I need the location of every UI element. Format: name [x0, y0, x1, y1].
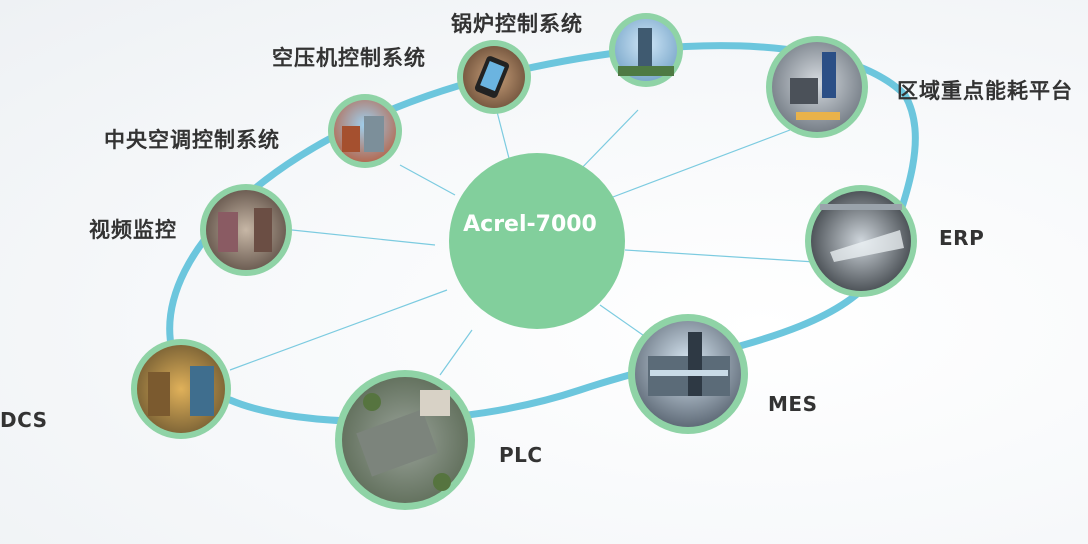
light-beam [830, 230, 904, 262]
connector-city [574, 109, 639, 176]
label-erp: ERP [939, 226, 985, 250]
stage-spotlights-photo-icon [811, 191, 911, 291]
window-band [650, 370, 728, 376]
label-plc: PLC [499, 443, 543, 467]
node-mes[interactable] [628, 314, 748, 434]
hub-circle [449, 153, 625, 329]
label-air-compressor: 空压机控制系统 [272, 46, 426, 70]
truss-shape [820, 204, 902, 210]
node-video[interactable] [200, 184, 292, 276]
tower-shape [638, 28, 652, 70]
tree-shape-2 [433, 473, 451, 491]
ground-shape [618, 66, 674, 76]
connector-video [291, 229, 436, 246]
node-erp[interactable] [805, 185, 917, 297]
node-air-compressor[interactable] [457, 40, 531, 114]
connector-hvac [399, 164, 456, 196]
shelf-shape-2 [254, 208, 272, 252]
label-mes: MES [768, 392, 818, 416]
tower-shape [688, 332, 702, 396]
connector-erp [624, 249, 816, 263]
node-boiler[interactable] [609, 13, 683, 87]
stall-shape-2 [190, 366, 214, 416]
node-dcs[interactable] [131, 339, 231, 439]
connector-dcs [229, 289, 448, 371]
stall-shape [148, 372, 170, 416]
tree-shape [363, 393, 381, 411]
label-dcs: DCS [0, 408, 48, 432]
label-video: 视频监控 [89, 218, 177, 242]
parking-area [356, 409, 438, 477]
building-shape-2 [364, 116, 384, 152]
label-energy-platform: 区域重点能耗平台 [897, 79, 1073, 103]
node-hvac[interactable] [328, 94, 402, 168]
worker-shape [822, 52, 836, 98]
connector-lines [229, 99, 816, 376]
connector-plc [439, 329, 473, 376]
floor-light [796, 112, 840, 120]
phone-screen [480, 61, 505, 92]
building-roof [420, 390, 450, 416]
connector-energy-platform [604, 129, 791, 201]
shelf-shape [218, 212, 238, 252]
building-shape [342, 126, 360, 152]
connector-mes [599, 304, 651, 341]
label-hvac: 中央空调控制系统 [104, 128, 280, 152]
node-energy-platform[interactable] [766, 36, 868, 138]
label-boiler: 锅炉控制系统 [451, 12, 583, 36]
node-plc[interactable] [335, 370, 475, 510]
engine-shape [790, 78, 818, 104]
hub-label: Acrel-7000 [463, 212, 597, 237]
